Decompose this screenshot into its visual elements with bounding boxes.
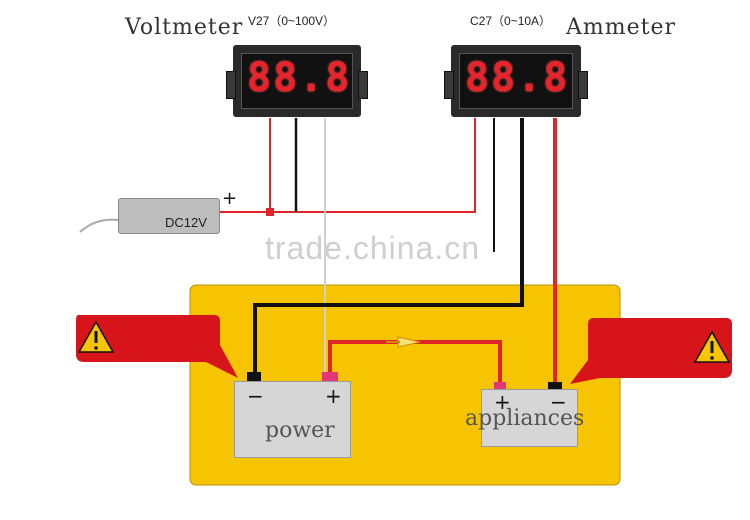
ammeter-digits: 88.8 — [465, 55, 570, 101]
power-plus-terminal — [322, 372, 338, 382]
appliances-plus-sign: + — [494, 390, 511, 414]
ammeter-display: 88.8 — [444, 45, 588, 117]
adapter-cable — [79, 218, 119, 233]
watermark: trade.china.cn — [265, 230, 481, 266]
voltmeter-display: 88.8 — [226, 45, 368, 117]
adapter-plus-sign: + — [222, 188, 238, 209]
warning-icon-right — [693, 330, 731, 363]
power-label: power — [265, 418, 335, 443]
junction-dot — [266, 208, 274, 216]
voltmeter-title: Voltmeter — [125, 15, 244, 40]
power-minus-terminal — [247, 372, 261, 382]
ammeter-spec: C27（0~10A） — [470, 14, 552, 28]
thick-black-wire — [253, 118, 524, 375]
voltmeter-spec: V27（0~100V） — [248, 14, 336, 28]
dc12v-adapter: DC12V — [118, 198, 220, 234]
appliances-minus-sign: − — [550, 390, 567, 414]
appliance-plus-terminal — [494, 382, 506, 390]
right-callout — [570, 318, 732, 384]
adapter-label: DC12V — [165, 215, 207, 230]
power-minus-sign: − — [247, 384, 264, 408]
appliance-minus-terminal — [548, 382, 562, 392]
appliances-box: + − — [481, 389, 578, 447]
power-box: − + power — [234, 381, 351, 458]
warning-icon-left — [77, 320, 115, 353]
power-plus-sign: + — [325, 384, 342, 408]
voltmeter-digits: 88.8 — [247, 55, 352, 101]
supply-red-wire — [218, 118, 476, 213]
appliances-label: appliances — [465, 406, 585, 431]
left-callout — [76, 315, 238, 378]
ammeter-title: Ammeter — [566, 15, 677, 40]
